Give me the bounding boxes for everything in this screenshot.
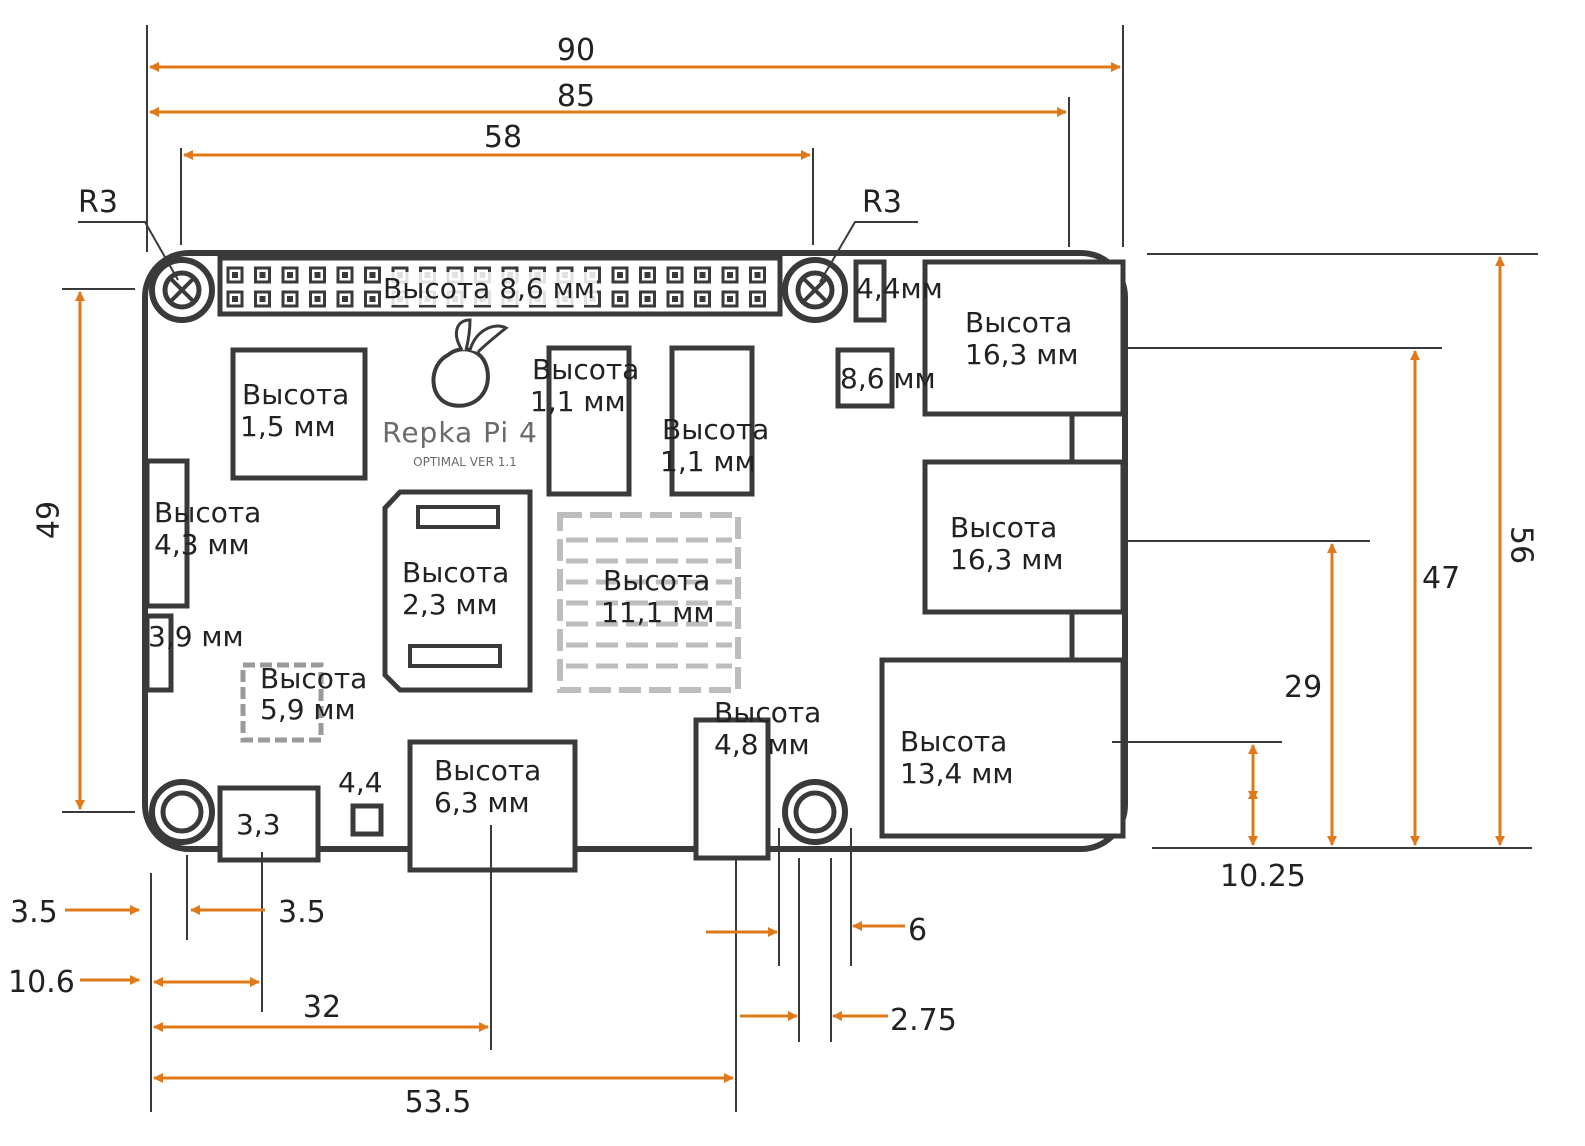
ram1-label-1: Высота <box>532 353 639 386</box>
sd-label-2: 2,3 мм <box>402 588 498 621</box>
tiny-square-label: 4,4 <box>338 766 383 799</box>
usb-top-label-2: 16,3 мм <box>965 338 1079 371</box>
hdmi-label-2: 6,3 мм <box>434 786 530 819</box>
dim-85: 85 <box>557 79 595 114</box>
ram-chip-2 <box>669 345 755 497</box>
tiny-square <box>350 803 384 837</box>
dim-1025: 10.25 <box>1220 859 1306 894</box>
ethernet-label-1: Высота <box>900 725 1007 758</box>
dim-49: 49 <box>32 501 67 539</box>
connector-small-label-2: 5,9 мм <box>260 693 356 726</box>
side-connector-left <box>144 458 190 609</box>
mounting-hole-top-right <box>782 257 848 323</box>
board-logo: Repka Pi 4 OPTIMAL VER 1.1 <box>382 318 538 469</box>
chip-left <box>230 347 368 481</box>
radius-left: R3 <box>78 185 118 220</box>
dim-56: 56 <box>1504 526 1539 564</box>
chip-left-label-1: Высота <box>242 378 349 411</box>
heatsink-label-2: 11,1 мм <box>601 596 715 629</box>
radius-right: R3 <box>862 185 902 220</box>
dim-6: 6 <box>908 913 927 948</box>
ethernet-port <box>879 657 1126 839</box>
small-component-top <box>853 259 887 323</box>
usb-top-label-1: Высота <box>965 306 1072 339</box>
dim-32: 32 <box>303 990 341 1025</box>
chip-left-label-2: 1,5 мм <box>240 410 336 443</box>
mounting-hole-bottom-left <box>149 779 215 845</box>
usb-c-port <box>217 785 321 863</box>
connector-small <box>240 662 324 743</box>
mounting-hole-bottom-right <box>782 779 848 845</box>
side-left-label-1: Высота <box>154 496 261 529</box>
radish-icon <box>431 347 490 408</box>
sd-label-1: Высота <box>402 556 509 589</box>
side-small-label: 3,9 мм <box>148 620 244 653</box>
heatsink <box>557 512 741 693</box>
dim-35-right: 3.5 <box>278 895 326 930</box>
logo-name: Repka Pi 4 <box>382 416 538 449</box>
audio-label-1: Высота <box>714 696 821 729</box>
heatsink-label-1: Высота <box>603 564 710 597</box>
audio-label-2: 4,8 мм <box>714 728 810 761</box>
dim-29: 29 <box>1284 670 1322 705</box>
dim-47: 47 <box>1422 561 1460 596</box>
hdmi-port <box>407 739 578 873</box>
ethernet-label-2: 13,4 мм <box>900 757 1014 790</box>
gpio-height-label: Высота 8,6 мм <box>383 272 595 305</box>
dim-90: 90 <box>557 33 595 68</box>
usb-c-label: 3,3 <box>236 808 281 841</box>
dim-35-left: 3.5 <box>10 895 58 930</box>
ram2-label-2: 1,1 мм <box>660 445 756 478</box>
side-connector-small <box>144 613 174 693</box>
hdmi-label-1: Высота <box>434 754 541 787</box>
dimension-lines <box>65 62 1505 1083</box>
connector-small-label-1: Высота <box>260 662 367 695</box>
usb-mid-label-1: Высота <box>950 511 1057 544</box>
ram1-label-2: 1,1 мм <box>530 385 626 418</box>
small-top-label: 4,4мм <box>856 272 943 305</box>
usb-mid-label-2: 16,3 мм <box>950 543 1064 576</box>
ram2-label-1: Высота <box>662 413 769 446</box>
dim-58: 58 <box>484 120 522 155</box>
audio-jack <box>693 717 771 861</box>
dim-275: 2.75 <box>890 1003 957 1038</box>
logo-subtitle: OPTIMAL VER 1.1 <box>413 455 517 469</box>
dim-106: 10.6 <box>8 965 75 1000</box>
tiny-chip-label: 8,6 мм <box>840 362 936 395</box>
side-left-label-2: 4,3 мм <box>154 528 250 561</box>
ram-chip-1 <box>546 345 632 497</box>
extension-lines <box>62 25 1538 1112</box>
usb-port-middle <box>922 459 1126 615</box>
tiny-chip <box>835 347 895 409</box>
mounting-hole-top-left <box>149 257 215 323</box>
dim-535: 53.5 <box>405 1085 472 1120</box>
sd-card-slot <box>382 489 533 693</box>
usb-port-top <box>922 259 1126 417</box>
